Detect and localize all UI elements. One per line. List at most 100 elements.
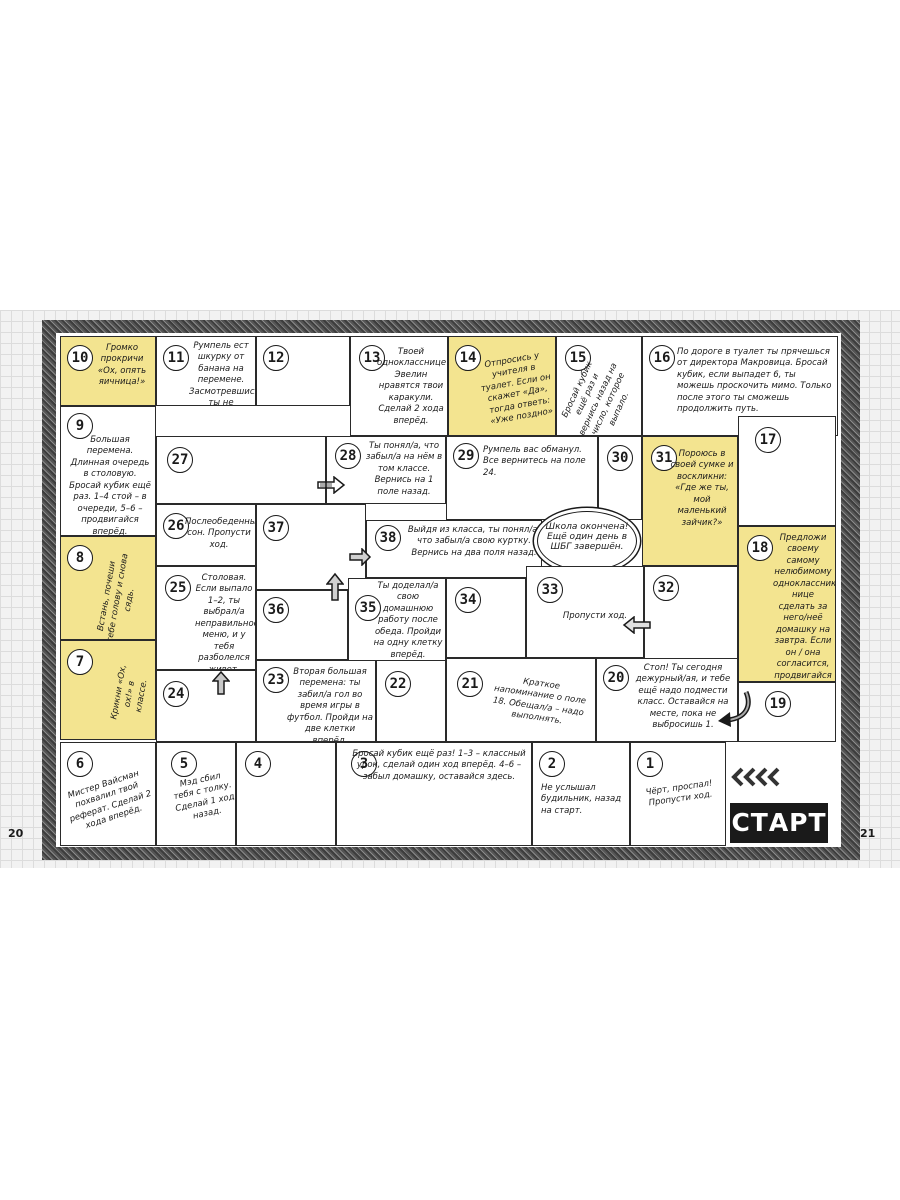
cell-text: Мистер Вайсман похвалил твой реферат. Сд… xyxy=(66,768,153,832)
cell-14[interactable]: 14 Отпросись у учителя в туалет. Если он… xyxy=(448,336,556,436)
arrow-right-icon xyxy=(349,548,372,566)
cell-22[interactable]: 22 xyxy=(376,660,446,742)
cell-number: 6 xyxy=(67,751,93,777)
cell-21[interactable]: 21 Краткое напоминание о поле 18. Обещал… xyxy=(446,658,596,742)
cell-6[interactable]: 6 Мистер Вайсман похвалил твой реферат. … xyxy=(60,742,156,846)
cell-number: 29 xyxy=(453,443,479,469)
cell-number: 14 xyxy=(455,345,481,371)
cell-12[interactable]: 12 xyxy=(256,336,350,406)
cell-28[interactable]: 28 Ты понял/а, что забыл/а на нём в том … xyxy=(326,436,446,504)
cell-37[interactable]: 37 xyxy=(256,504,366,590)
cell-number: 26 xyxy=(163,513,189,539)
cell-2[interactable]: 2 Не услышал будильник, назад на старт. xyxy=(532,742,630,846)
cell-number: 1 xyxy=(637,751,663,777)
cell-36[interactable]: 36 xyxy=(256,590,348,660)
cell-number: 11 xyxy=(163,345,189,371)
cell-32[interactable]: 32 xyxy=(644,566,738,660)
cell-number: 18 xyxy=(747,535,773,561)
cell-19[interactable]: 19 xyxy=(738,682,836,742)
cell-number: 17 xyxy=(755,427,781,453)
cell-13[interactable]: 13 Твоей однокласснице Эвелин нравятся т… xyxy=(350,336,448,436)
cell-number: 20 xyxy=(603,665,629,691)
cell-text: Крикни «Ох, ох!» в классе. xyxy=(109,663,150,721)
cell-26[interactable]: 26 Послеобеденный сон. Пропусти ход. xyxy=(156,504,256,566)
cell-5[interactable]: 5 Мэд сбил тебя с толку. Сделай 1 ход на… xyxy=(156,742,236,846)
cell-text: Выйдя из класса, ты понял/а, что забыл/а… xyxy=(407,525,541,558)
cell-number: 9 xyxy=(67,413,93,439)
cell-number: 7 xyxy=(67,649,93,675)
cell-number: 31 xyxy=(651,445,677,471)
cell-number: 23 xyxy=(263,667,289,693)
cell-17[interactable]: 17 xyxy=(738,416,836,526)
finish-text: Школа окончена! Ещё один день в ШБГ заве… xyxy=(545,522,629,552)
cell-27[interactable]: 27 xyxy=(156,436,326,504)
cell-34[interactable]: 34 xyxy=(446,578,526,658)
cell-number: 12 xyxy=(263,345,289,371)
cell-number: 24 xyxy=(163,681,189,707)
cell-text: Ты доделал/а свою домашнюю работу после … xyxy=(373,581,443,660)
cell-29[interactable]: 29 Румпель вас обманул. Все вернитесь на… xyxy=(446,436,598,520)
finish-oval: Школа окончена! Ещё один день в ШБГ заве… xyxy=(537,511,637,571)
cell-number: 30 xyxy=(607,445,633,471)
cell-18[interactable]: 18 Предложи своему самому нелюбимому одн… xyxy=(738,526,836,682)
cell-33[interactable]: 33 Пропусти ход. xyxy=(526,566,644,658)
cell-38[interactable]: 38 Выйдя из класса, ты понял/а, что забы… xyxy=(366,520,542,578)
cell-number: 37 xyxy=(263,515,289,541)
cell-text: Краткое напоминание о поле 18. Обещал/а … xyxy=(492,676,587,727)
cell-number: 28 xyxy=(335,443,361,469)
cell-3[interactable]: 3 Бросай кубик ещё раз! 1–3 – классный у… xyxy=(336,742,532,846)
cell-text: Вторая большая перемена: ты забил/а гол … xyxy=(287,667,373,742)
cell-text: Бросай кубик ещё раз! 1–3 – классный уро… xyxy=(352,749,526,782)
cell-23[interactable]: 23 Вторая большая перемена: ты забил/а г… xyxy=(256,660,376,742)
cell-7[interactable]: 7 Крикни «Ох, ох!» в классе. xyxy=(60,640,156,740)
arrow-up-icon xyxy=(212,670,230,695)
cell-text: Послеобеденный сон. Пропусти ход. xyxy=(185,517,256,550)
cell-10[interactable]: 10 Громко прокричи «Ох, опять яичница!» xyxy=(60,336,156,406)
cell-11[interactable]: 11 Румпель ест шкурку от банана на перем… xyxy=(156,336,256,406)
cell-number: 34 xyxy=(455,587,481,613)
cell-number: 27 xyxy=(167,447,193,473)
cell-4[interactable]: 4 xyxy=(236,742,336,846)
chevrons-left-icon xyxy=(731,767,780,787)
cell-8[interactable]: 8 Встань, почеши себе голову и снова сяд… xyxy=(60,536,156,640)
cell-text: Большая перемена. Длинная очередь в стол… xyxy=(69,435,151,536)
cell-number: 8 xyxy=(67,545,93,571)
cell-15[interactable]: 15 Бросай кубик ещё раз и вернись назад … xyxy=(556,336,642,436)
cell-24[interactable]: 24 xyxy=(156,670,256,742)
cell-number: 36 xyxy=(263,597,289,623)
cell-9[interactable]: 9 Большая перемена. Длинная очередь в ст… xyxy=(60,406,156,536)
arrow-left-icon xyxy=(622,616,651,634)
cell-text: Твоей однокласснице Эвелин нравятся твои… xyxy=(377,347,447,426)
cell-number: 4 xyxy=(245,751,271,777)
cell-30[interactable]: 30 xyxy=(598,436,642,520)
cell-number: 38 xyxy=(375,525,401,551)
cell-text: Громко прокричи «Ох, опять яичница!» xyxy=(97,343,147,388)
cell-number: 35 xyxy=(355,595,381,621)
cell-number: 33 xyxy=(537,577,563,603)
cell-number: 13 xyxy=(359,345,385,371)
cell-number: 16 xyxy=(649,345,675,371)
cell-text: Столовая. Если выпало 1–2, ты выбрал/а н… xyxy=(195,573,256,670)
cell-number: 21 xyxy=(457,671,483,697)
curved-arrow-icon xyxy=(718,691,751,727)
cell-number: 25 xyxy=(165,575,191,601)
cell-text: Встань, почеши себе голову и снова сядь. xyxy=(95,552,137,640)
cell-1[interactable]: 1 Чёрт, проспал! Пропусти ход. xyxy=(630,742,726,846)
start-label[interactable]: СТАРТ xyxy=(730,803,828,843)
cell-31[interactable]: 31 Пороюсь в своей сумке и воскликни: «Г… xyxy=(642,436,738,566)
cell-text: Чёрт, проспал! Пропусти ход. xyxy=(645,778,714,809)
cell-20[interactable]: 20 Стоп! Ты сегодня дежурный/ая, и тебе … xyxy=(596,658,738,742)
page-number-right: 21 xyxy=(860,827,876,840)
cell-text: Стоп! Ты сегодня дежурный/ая, и тебе ещё… xyxy=(635,663,731,731)
cell-number: 22 xyxy=(385,671,411,697)
cell-text: Румпель ест шкурку от банана на перемене… xyxy=(189,341,256,406)
cell-25[interactable]: 25 Столовая. Если выпало 1–2, ты выбрал/… xyxy=(156,566,256,670)
page-number-left: 20 xyxy=(8,827,24,840)
cell-35[interactable]: 35 Ты доделал/а свою домашнюю работу пос… xyxy=(348,578,446,662)
cell-number: 2 xyxy=(539,751,565,777)
cell-text: Румпель вас обманул. Все вернитесь на по… xyxy=(483,445,586,478)
cell-text: Ты понял/а, что забыл/а на нём в том кла… xyxy=(365,441,443,497)
cell-number: 5 xyxy=(171,751,197,777)
cell-number: 19 xyxy=(765,691,791,717)
cell-number: 10 xyxy=(67,345,93,371)
